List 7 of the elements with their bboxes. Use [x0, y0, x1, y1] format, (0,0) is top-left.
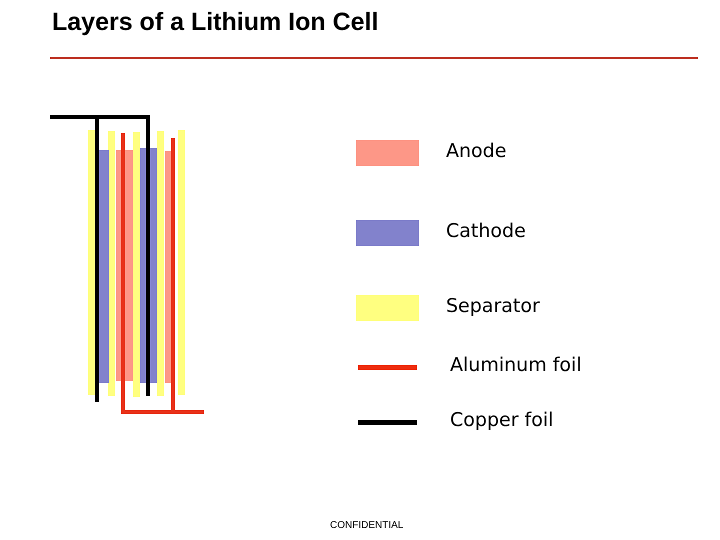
legend-label: Separator: [446, 295, 540, 317]
legend-label: Aluminum foil: [450, 354, 582, 376]
footer-note: CONFIDENTIAL: [330, 520, 404, 531]
title: Layers of a Lithium Ion Cell: [52, 8, 378, 37]
legend-label: Copper foil: [450, 409, 554, 431]
legend-label: Cathode: [446, 220, 526, 242]
legend-label: Anode: [446, 140, 506, 162]
